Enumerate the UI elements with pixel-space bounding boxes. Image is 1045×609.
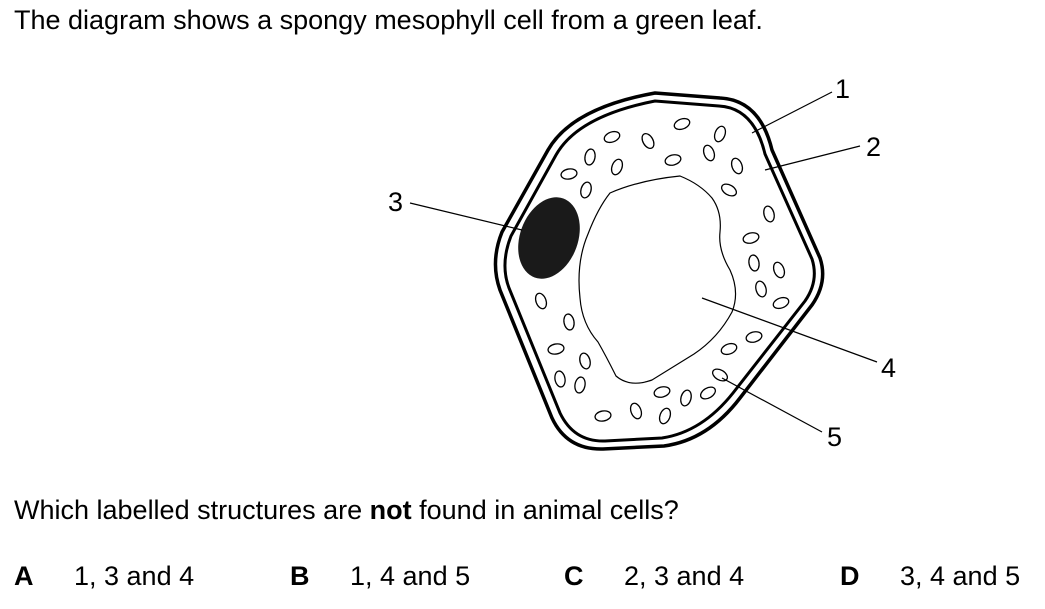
question-emphasis: not (369, 495, 412, 525)
option-text: 2, 3 and 4 (624, 561, 745, 591)
label-1: 1 (835, 74, 850, 104)
nucleus (518, 197, 580, 279)
chloroplast (574, 376, 586, 394)
question-text: Which labelled structures are not found … (14, 495, 679, 525)
chloroplast (702, 144, 716, 162)
chloroplast (579, 352, 591, 370)
option-letter: D (840, 561, 860, 591)
chloroplast (603, 130, 621, 144)
chloroplast (742, 232, 760, 244)
chloroplast (763, 205, 775, 223)
chloroplast (580, 181, 592, 199)
chloroplast (641, 132, 655, 150)
leader-line-4 (701, 297, 878, 363)
label-4: 4 (881, 353, 896, 383)
intro-text: The diagram shows a spongy mesophyll cel… (14, 5, 763, 35)
leader-line-3 (409, 202, 523, 231)
chloroplast (584, 148, 596, 166)
chloroplast (720, 183, 738, 197)
chloroplast (711, 368, 729, 382)
chloroplast (720, 342, 738, 356)
option-letter: B (290, 561, 310, 591)
vacuole (578, 175, 737, 384)
chloroplast (772, 261, 786, 279)
chloroplast (610, 158, 624, 176)
chloroplast (772, 296, 790, 310)
chloroplast (554, 370, 566, 388)
chloroplast (594, 410, 612, 422)
chloroplast (748, 254, 760, 272)
label-2: 2 (866, 132, 881, 162)
chloroplast (699, 386, 717, 400)
chloroplast (673, 117, 691, 131)
chloroplast (745, 331, 763, 343)
label-5: 5 (827, 422, 842, 452)
cell-wall (493, 91, 825, 451)
option-d[interactable]: D 3, 4 and 5 (840, 558, 1020, 594)
chloroplast (563, 313, 575, 331)
chloroplast (755, 280, 767, 298)
chloroplast (664, 154, 682, 166)
chloroplasts (534, 117, 790, 425)
chloroplast (653, 386, 671, 398)
option-a[interactable]: A 1, 3 and 4 (14, 558, 194, 594)
option-text: 3, 4 and 5 (900, 561, 1021, 591)
chloroplast (730, 157, 744, 175)
leader-line-2 (764, 145, 861, 171)
option-letter: A (14, 561, 34, 591)
chloroplast (658, 407, 672, 425)
chloroplast (713, 125, 727, 143)
option-c[interactable]: C 2, 3 and 4 (564, 558, 744, 594)
cell-membrane (503, 99, 816, 443)
chloroplast (680, 389, 692, 407)
option-text: 1, 3 and 4 (74, 561, 195, 591)
chloroplast (629, 402, 643, 420)
leader-line-1 (751, 91, 833, 134)
leader-line-5 (721, 377, 823, 433)
option-b[interactable]: B 1, 4 and 5 (290, 558, 470, 594)
chloroplast (560, 168, 578, 180)
label-3: 3 (388, 187, 403, 217)
option-letter: C (564, 561, 584, 591)
chloroplast (534, 292, 548, 310)
chloroplast (547, 343, 565, 355)
option-text: 1, 4 and 5 (350, 561, 471, 591)
